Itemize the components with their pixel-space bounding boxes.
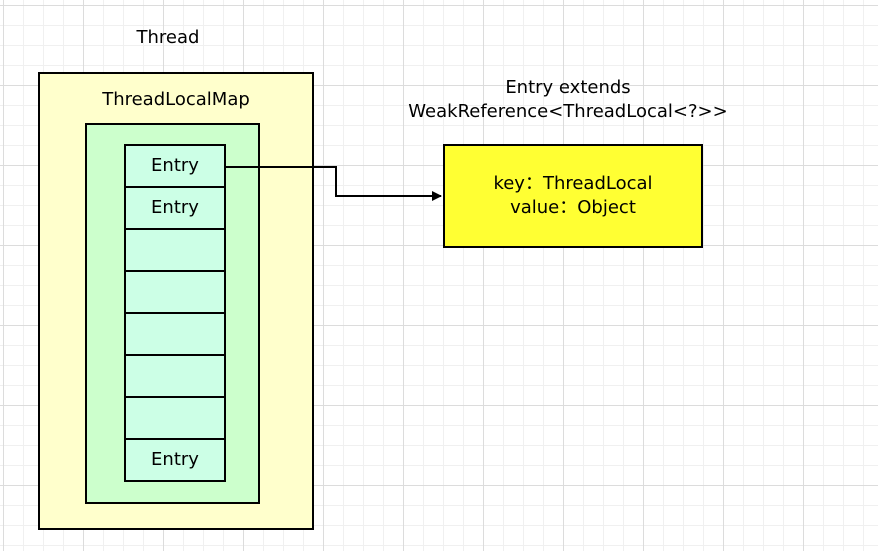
entry-type-line1: Entry extends bbox=[505, 77, 631, 98]
entry-value-field: value：Object bbox=[510, 197, 636, 218]
entry-object-box: key：ThreadLocal value：Object bbox=[443, 144, 703, 248]
entry-type-line2: WeakReference<ThreadLocal<?>> bbox=[408, 101, 728, 122]
entry-slot bbox=[124, 270, 226, 314]
entry-slot: Entry bbox=[124, 186, 226, 230]
entry-slot bbox=[124, 396, 226, 440]
entry-slot: Entry bbox=[124, 144, 226, 188]
entry-slot bbox=[124, 228, 226, 272]
entry-slot: Entry bbox=[124, 438, 226, 482]
thread-label: Thread bbox=[136, 27, 200, 48]
entry-table: Entry Entry Entry bbox=[124, 144, 226, 482]
entry-slot bbox=[124, 312, 226, 356]
entry-slot bbox=[124, 354, 226, 398]
entry-type-label: Entry extends WeakReference<ThreadLocal<… bbox=[398, 76, 738, 124]
entry-key-field: key：ThreadLocal bbox=[493, 173, 653, 194]
threadlocalmap-label: ThreadLocalMap bbox=[102, 89, 250, 110]
